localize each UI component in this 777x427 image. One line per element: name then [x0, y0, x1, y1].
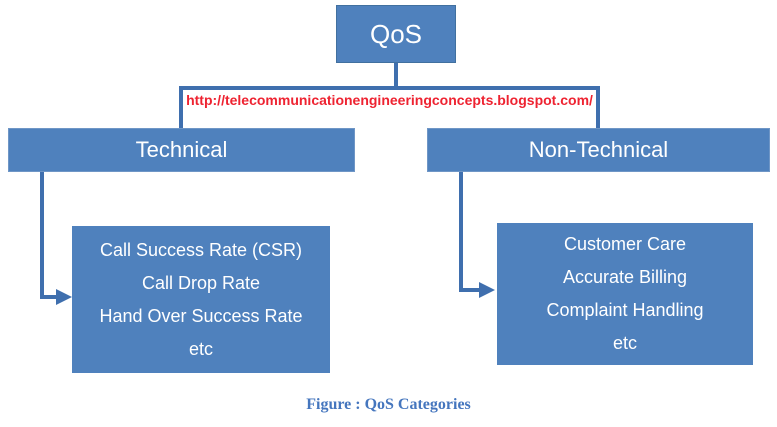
- technical-item: etc: [188, 338, 213, 359]
- connector-horizontal: [179, 86, 600, 90]
- technical-arrowhead-icon: [56, 289, 72, 305]
- nontechnical-item: Complaint Handling: [546, 300, 704, 320]
- connector-drop-technical: [179, 86, 183, 128]
- connector-drop-nontechnical: [596, 86, 600, 128]
- node-nontechnical: Non-Technical: [427, 128, 770, 172]
- technical-items-box: Call Success Rate (CSR) Call Drop Rate H…: [72, 226, 330, 373]
- nontechnical-arrowhead-icon: [479, 282, 495, 298]
- node-technical-label: Technical: [135, 137, 228, 162]
- watermark-url: http://telecommunicationengineeringconce…: [186, 92, 593, 108]
- nontechnical-items-box: Customer Care Accurate Billing Complaint…: [497, 223, 753, 365]
- nontechnical-elbow-arrow-line: [459, 172, 481, 292]
- node-qos: QoS: [336, 5, 456, 63]
- figure-caption: Figure : QoS Categories: [306, 396, 471, 413]
- nontechnical-item: Accurate Billing: [562, 267, 688, 287]
- node-nontechnical-label: Non-Technical: [528, 137, 669, 162]
- node-technical: Technical: [8, 128, 355, 172]
- technical-item: Hand Over Success Rate: [99, 305, 303, 326]
- technical-elbow-arrow-line: [40, 172, 58, 299]
- node-qos-label: QoS: [369, 18, 423, 49]
- nontechnical-item: etc: [612, 333, 637, 353]
- connector-qos-stem: [394, 63, 398, 88]
- nontechnical-item: Customer Care: [563, 234, 687, 254]
- technical-item: Call Success Rate (CSR): [99, 239, 303, 260]
- technical-item: Call Drop Rate: [141, 272, 261, 293]
